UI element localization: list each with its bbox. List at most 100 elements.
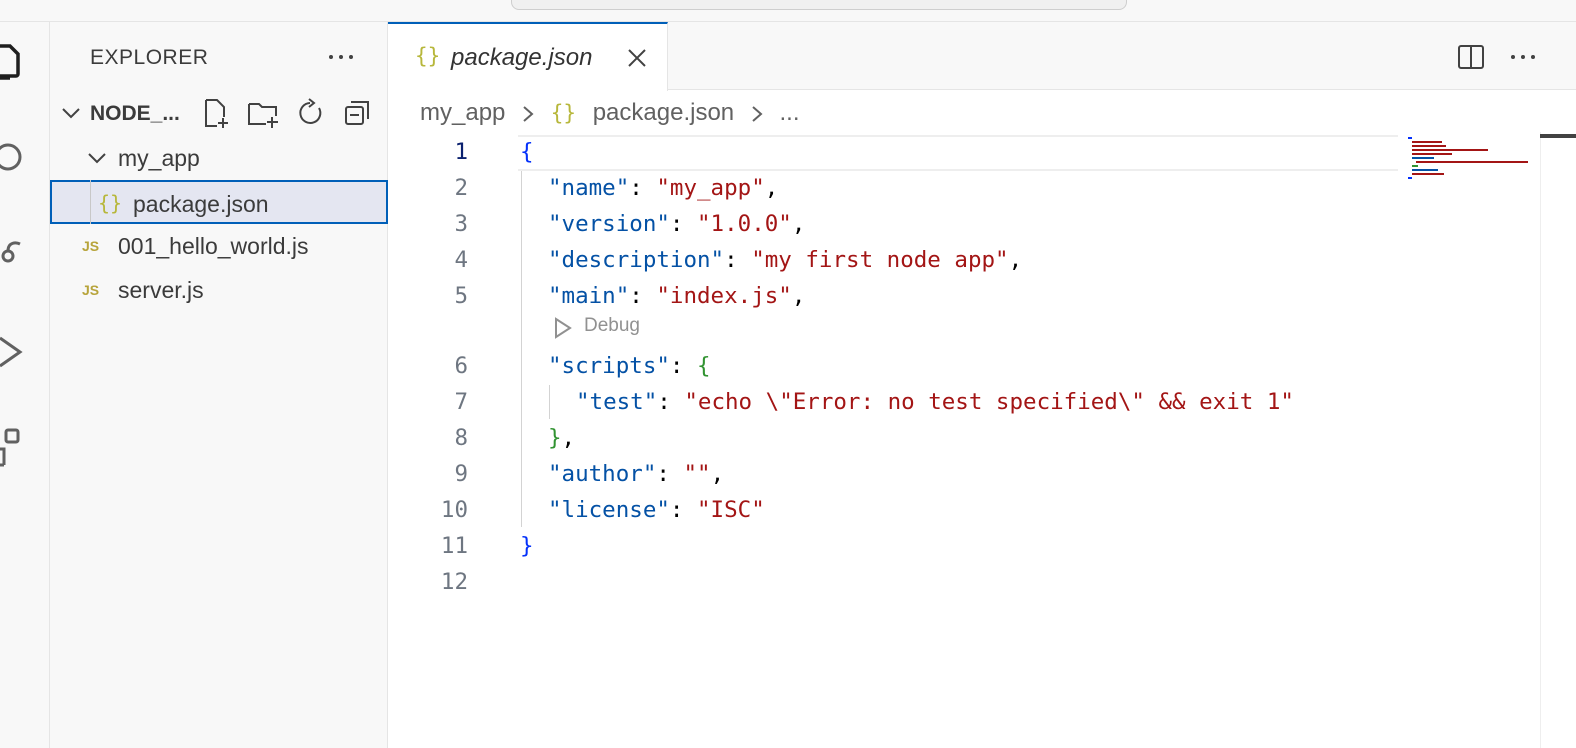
json-string: "" xyxy=(683,461,711,487)
brace-open: { xyxy=(697,353,711,379)
json-string: "ISC" xyxy=(697,497,765,523)
json-file-icon: {} xyxy=(415,44,441,68)
split-editor-icon[interactable] xyxy=(1454,40,1488,74)
run-debug-icon[interactable] xyxy=(0,332,26,372)
chevron-right-icon xyxy=(518,103,538,123)
code-line: 11 } xyxy=(388,529,1398,565)
line-number: 2 xyxy=(454,175,468,201)
tree-file-server-js[interactable]: JS server.js xyxy=(50,268,388,312)
close-icon[interactable] xyxy=(624,45,650,71)
tab-title: package.json xyxy=(451,44,593,71)
more-actions-icon[interactable] xyxy=(326,42,356,72)
json-comma: , xyxy=(791,211,806,237)
tab-bar: {} package.json xyxy=(388,22,1576,91)
code-line: 7 "test": "echo \"Error: no test specifi… xyxy=(388,385,1398,421)
json-colon: : xyxy=(724,247,752,273)
breadcrumb-symbols[interactable]: ... xyxy=(779,98,800,126)
json-comma: , xyxy=(561,425,576,451)
code-line: 6 "scripts": { xyxy=(388,349,1398,385)
breadcrumb-folder[interactable]: my_app xyxy=(420,98,506,126)
json-colon: : xyxy=(669,353,698,379)
code-line: 12 xyxy=(388,565,1398,601)
vertical-scrollbar[interactable] xyxy=(1540,132,1541,748)
line-number: 6 xyxy=(454,353,468,379)
json-comma: , xyxy=(791,283,806,309)
json-string: "echo \"Error: no test specified\" && ex… xyxy=(684,389,1294,415)
tree-folder-my-app[interactable]: my_app xyxy=(50,136,388,180)
tree-item-label: 001_hello_world.js xyxy=(118,233,309,259)
line-number: 1 xyxy=(454,139,468,165)
json-comma: , xyxy=(710,461,725,487)
json-string: "index.js" xyxy=(656,283,792,309)
codelens-label: Debug xyxy=(584,315,640,336)
explorer-title: EXPLORER xyxy=(90,46,209,69)
json-colon: : xyxy=(669,211,698,237)
current-line-highlight xyxy=(518,135,1398,171)
minimap[interactable] xyxy=(1408,135,1538,185)
chevron-down-icon xyxy=(60,102,82,124)
code-line: 5 "main": "index.js", xyxy=(388,279,1398,315)
tree-item-label: package.json xyxy=(133,191,269,217)
chevron-right-icon xyxy=(747,103,767,123)
json-string: "1.0.0" xyxy=(697,211,792,237)
line-number: 3 xyxy=(454,211,468,237)
line-number: 5 xyxy=(454,283,468,309)
json-colon: : xyxy=(629,175,657,201)
json-colon: : xyxy=(669,497,698,523)
explorer-sidebar: EXPLORER NODE_... my_app {} package.json xyxy=(50,22,388,748)
json-comma: , xyxy=(1008,247,1023,273)
workspace-section-header[interactable]: NODE_... xyxy=(50,92,388,136)
brace-open: { xyxy=(520,139,534,165)
new-folder-icon[interactable] xyxy=(246,96,280,130)
files-icon[interactable] xyxy=(0,42,26,82)
indent-guide xyxy=(90,180,91,224)
source-control-icon[interactable] xyxy=(0,234,26,274)
collapse-all-icon[interactable] xyxy=(341,96,375,130)
code-line: 9 "author": "", xyxy=(388,457,1398,493)
brace-close: } xyxy=(548,425,562,451)
play-icon xyxy=(555,317,572,339)
indent-guide xyxy=(549,385,550,419)
editor-area: {} package.json my_app {} package.json .… xyxy=(388,22,1576,748)
brace-close: } xyxy=(520,533,534,559)
code-line: 3 "version": "1.0.0", xyxy=(388,207,1398,243)
more-actions-icon[interactable] xyxy=(1506,40,1540,74)
code-line: 4 "description": "my first node app", xyxy=(388,243,1398,279)
title-bar xyxy=(0,0,1576,22)
breadcrumb: my_app {} package.json ... xyxy=(420,98,800,130)
json-key: "license" xyxy=(548,497,670,523)
indent-guide xyxy=(521,171,522,527)
activity-bar xyxy=(0,22,50,748)
json-key: "author" xyxy=(548,461,657,487)
json-file-icon: {} xyxy=(550,100,577,125)
tree-item-label: server.js xyxy=(118,277,204,303)
json-colon: : xyxy=(656,461,684,487)
extensions-icon[interactable] xyxy=(0,427,26,467)
tree-file-package-json[interactable]: {} package.json xyxy=(50,180,388,224)
new-file-icon[interactable] xyxy=(198,96,232,130)
line-number: 8 xyxy=(454,425,468,451)
line-number: 9 xyxy=(454,461,468,487)
json-key: "name" xyxy=(548,175,630,201)
json-colon: : xyxy=(657,389,685,415)
js-file-icon: JS xyxy=(82,282,100,298)
tree-file-hello-world[interactable]: JS 001_hello_world.js xyxy=(50,224,388,268)
json-key: "description" xyxy=(548,247,725,273)
line-number: 12 xyxy=(440,569,468,595)
json-key: "version" xyxy=(548,211,670,237)
line-number: 11 xyxy=(440,533,468,559)
line-number: 7 xyxy=(454,389,468,415)
line-number: 10 xyxy=(440,497,468,523)
code-line: 2 "name": "my_app", xyxy=(388,171,1398,207)
breadcrumb-file[interactable]: package.json xyxy=(592,98,735,126)
scroll-position-indicator xyxy=(1540,134,1576,138)
command-center[interactable] xyxy=(511,0,1127,10)
json-comma: , xyxy=(764,175,779,201)
refresh-icon[interactable] xyxy=(293,96,327,130)
json-string: "my_app" xyxy=(656,175,765,201)
json-key: "main" xyxy=(548,283,630,309)
chevron-down-icon xyxy=(86,147,108,169)
search-icon[interactable] xyxy=(0,137,26,177)
code-line: 1 { xyxy=(388,135,1398,171)
tab-package-json[interactable]: {} package.json xyxy=(388,22,668,91)
